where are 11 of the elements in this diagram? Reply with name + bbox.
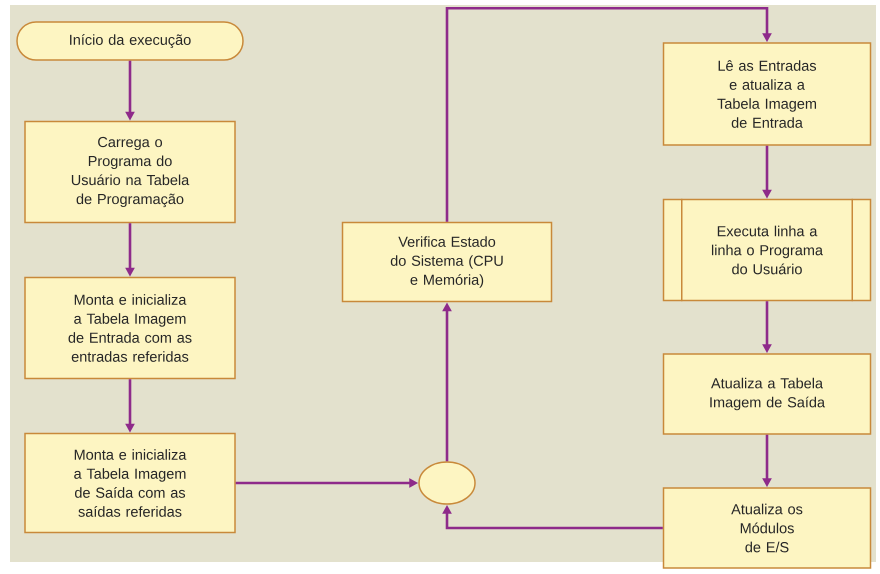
- process-box: Carrega o Programa do Usuário na Tabela de Programação: [24, 120, 236, 224]
- process-box: Lê as Entradas e atualiza a Tabela Imagem de Entrada: [662, 42, 872, 146]
- process-box: Atualiza a Tabela Imagem de Saída: [662, 353, 872, 435]
- connector-circle: [418, 461, 476, 505]
- process-box: Atualiza os Módulos de E/S: [662, 487, 872, 569]
- start-terminal: Início da execução: [16, 21, 244, 61]
- arrow: [446, 6, 772, 222]
- process-box: Verifica Estado do Sistema (CPU e Memória): [342, 222, 552, 302]
- process-box: Monta e inicializa a Tabela Imagem de Entrada com as entradas referidas: [24, 276, 236, 380]
- process-box: Monta e inicializa a Tabela Imagem de Saída com as saídas referidas: [24, 432, 236, 534]
- subprocess-box: Executa linha a linha o Programa do Usuário: [662, 198, 872, 302]
